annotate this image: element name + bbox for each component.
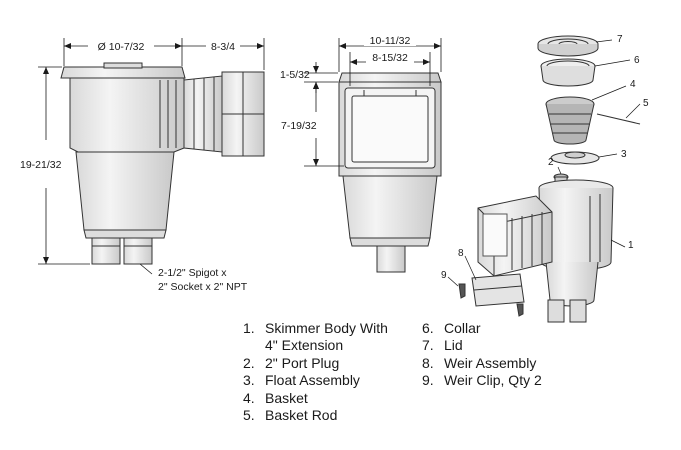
dim-side-top-diameter: Ø 10-7/32: [98, 41, 145, 53]
part-label: Basket: [265, 389, 308, 406]
dim-front-opening-width: 8-15/32: [372, 52, 408, 64]
list-item: 8.Weir Assembly: [422, 354, 537, 371]
part-label: Skimmer Body With: [265, 320, 388, 336]
list-item: 4.Basket: [243, 389, 308, 406]
part-label: 4" Extension: [265, 337, 344, 354]
list-item: 4" Extension: [243, 337, 388, 354]
callout-7: 7: [617, 34, 623, 45]
part-label: Weir Assembly: [444, 354, 537, 371]
side-dimensions: [38, 38, 265, 275]
list-item: 9.Weir Clip, Qty 2: [422, 372, 542, 389]
dim-side-height: 19-21/32: [20, 159, 62, 171]
callout-4: 4: [630, 79, 636, 90]
list-item: 7.Lid: [422, 337, 463, 354]
callout-3: 3: [621, 149, 627, 160]
dim-front-opening-height: 7-19/32: [281, 120, 317, 132]
list-item: 5.Basket Rod: [243, 407, 338, 424]
callout-1: 1: [628, 240, 634, 251]
dim-front-overall-width: 10-11/32: [370, 35, 411, 47]
dim-side-extension-length: 8-3/4: [211, 41, 235, 53]
list-item: 1.Skimmer Body With: [243, 320, 388, 336]
callout-8: 8: [458, 248, 464, 259]
parts-list-left: 1.Skimmer Body With 4" Extension 2.2" Po…: [243, 320, 388, 424]
part-label: Weir Clip, Qty 2: [444, 372, 542, 389]
part-label: Basket Rod: [265, 407, 338, 424]
list-item: 6.Collar: [422, 320, 481, 336]
list-item: 2.2" Port Plug: [243, 354, 340, 371]
front-view: [338, 72, 442, 273]
list-item: 3.Float Assembly: [243, 372, 360, 389]
callout-9: 9: [441, 270, 447, 281]
part-label: 2" Port Plug: [265, 354, 340, 371]
part-label: Float Assembly: [265, 372, 360, 389]
part-label: Collar: [444, 320, 481, 336]
exploded-view: [458, 35, 641, 323]
callout-5: 5: [643, 98, 649, 109]
callout-leaders: [447, 39, 641, 287]
parts-list-right: 6.Collar 7.Lid 8.Weir Assembly 9.Weir Cl…: [422, 320, 542, 390]
callout-6: 6: [634, 55, 640, 66]
dim-front-lip-height: 1-5/32: [280, 69, 310, 81]
callout-2: 2: [548, 157, 554, 168]
port-note-line1: 2-1/2" Spigot x: [158, 267, 227, 279]
port-note-line2: 2" Socket x 2" NPT: [158, 281, 248, 293]
side-view: [60, 62, 265, 265]
part-label: Lid: [444, 337, 463, 354]
